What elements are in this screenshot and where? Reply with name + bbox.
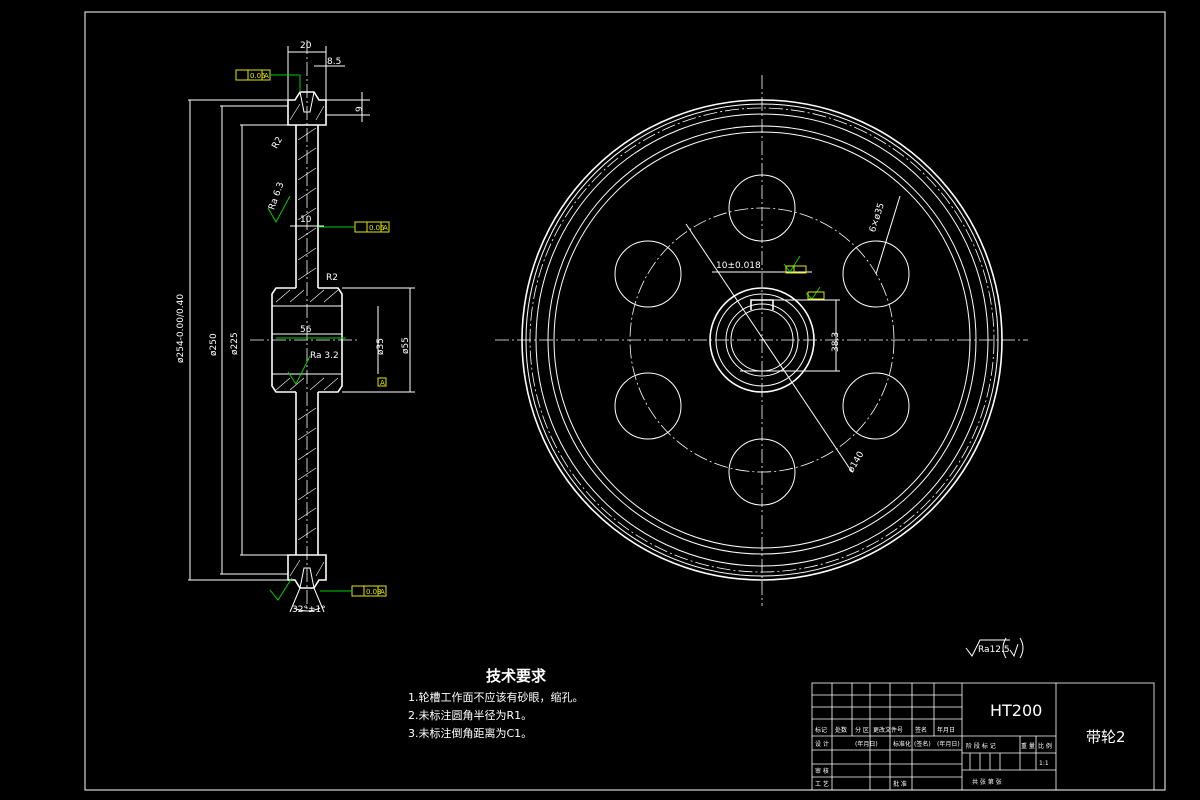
dim-groove-depth: 9 (355, 106, 365, 112)
tb-date: 年月日 (937, 726, 955, 734)
svg-text:0.03: 0.03 (366, 588, 382, 596)
tb-sign: 签名 (915, 726, 927, 734)
tech-req-item-1: 1.轮槽工作面不应该有砂眼，缩孔。 (408, 690, 584, 704)
svg-text:0.05: 0.05 (250, 72, 266, 80)
tb-sig: (签名) (914, 740, 931, 748)
tb-std: 标准化 (893, 740, 911, 748)
tolerance-frame-top: 0.05 A (235, 69, 301, 92)
tech-req-item-3: 3.未标注倒角距离为C1。 (408, 726, 532, 740)
dim-web-thickness: 10 (300, 215, 312, 225)
tb-scale: 1:1 (1039, 760, 1049, 767)
tb-change-doc: 更改文件号 (873, 726, 903, 734)
dim-outer-dia: ø254-0.00/0.40 (176, 294, 186, 363)
svg-text:Ra12.5: Ra12.5 (978, 645, 1010, 655)
dim-corner-radius: R2 (326, 273, 338, 283)
tb-design: 设 计 (815, 740, 829, 748)
tb-approve: 批 准 (893, 780, 907, 788)
svg-text:A: A (264, 72, 269, 80)
tb-check: 审 核 (815, 767, 829, 775)
tb-ymd: (年月日) (855, 740, 878, 748)
dim-keyway-width: 10±0.018 (716, 261, 761, 271)
dim-hub-dia: ø55 (401, 337, 411, 354)
drawing-frame (84, 11, 1166, 791)
svg-text:A: A (383, 224, 388, 232)
dim-bore-dia: ø35 (376, 338, 386, 355)
general-roughness: Ra12.5 (965, 637, 1024, 659)
front-view: ø140 6×ø35 10±0.018 38.3 (495, 75, 1028, 606)
tb-mark: 标记 (815, 726, 827, 734)
dim-rim-width: 20 (300, 41, 312, 51)
tb-craft: 工 艺 (815, 780, 829, 788)
tolerance-frame-bottom: 0.03 A (320, 585, 387, 597)
tech-req-item-2: 2.未标注圆角半径为R1。 (408, 708, 532, 722)
dim-hub-length: 56 (300, 325, 312, 335)
dim-dia-250: ø250 (209, 333, 219, 356)
lightening-holes (614, 174, 910, 506)
dim-keyway-depth: 38.3 (831, 332, 841, 352)
tolerance-frame-web: 0.05 A (318, 221, 390, 233)
tb-stage: 阶 段 标 记 (966, 742, 996, 750)
tb-zone: 分 区 (855, 726, 869, 734)
tb-weight: 重 量 (1021, 742, 1035, 750)
roughness-bore: Ra 3.2 (310, 351, 339, 361)
datum-label: A (380, 379, 385, 387)
dim-dia-225: ø225 (230, 332, 240, 355)
svg-text:A: A (380, 588, 385, 596)
tb-ratio: 比 例 (1038, 742, 1052, 750)
tb-material: HT200 (990, 701, 1042, 720)
tb-sheet: 共 张 第 张 (972, 778, 1002, 786)
technical-requirements: 技术要求 1.轮槽工作面不应该有砂眼，缩孔。 2.未标注圆角半径为R1。 3.未… (408, 667, 584, 740)
section-view: 20 8.5 9 10 R2 R2 ø254-0.00/0.40 ø250 ø2… (176, 40, 415, 615)
tb-part-name: 带轮2 (1086, 728, 1126, 746)
svg-text:R2: R2 (270, 135, 285, 150)
svg-text:0.05: 0.05 (369, 224, 385, 232)
title-block: 标记 处数 分 区 更改文件号 签名 年月日 设 计 (年月日) 标准化 (签名… (811, 682, 1155, 791)
tb-ymd-2: (年月日) (937, 740, 960, 748)
tech-req-title: 技术要求 (486, 667, 547, 685)
dim-pcd: ø140 (846, 450, 866, 475)
tb-count: 处数 (835, 726, 847, 734)
dim-hole-pattern: 6×ø35 (868, 202, 887, 234)
dim-groove-offset: 8.5 (327, 57, 341, 67)
dim-groove-angle: 32°±1° (292, 605, 326, 615)
roughness-web: Ra 6.3 (267, 181, 286, 211)
